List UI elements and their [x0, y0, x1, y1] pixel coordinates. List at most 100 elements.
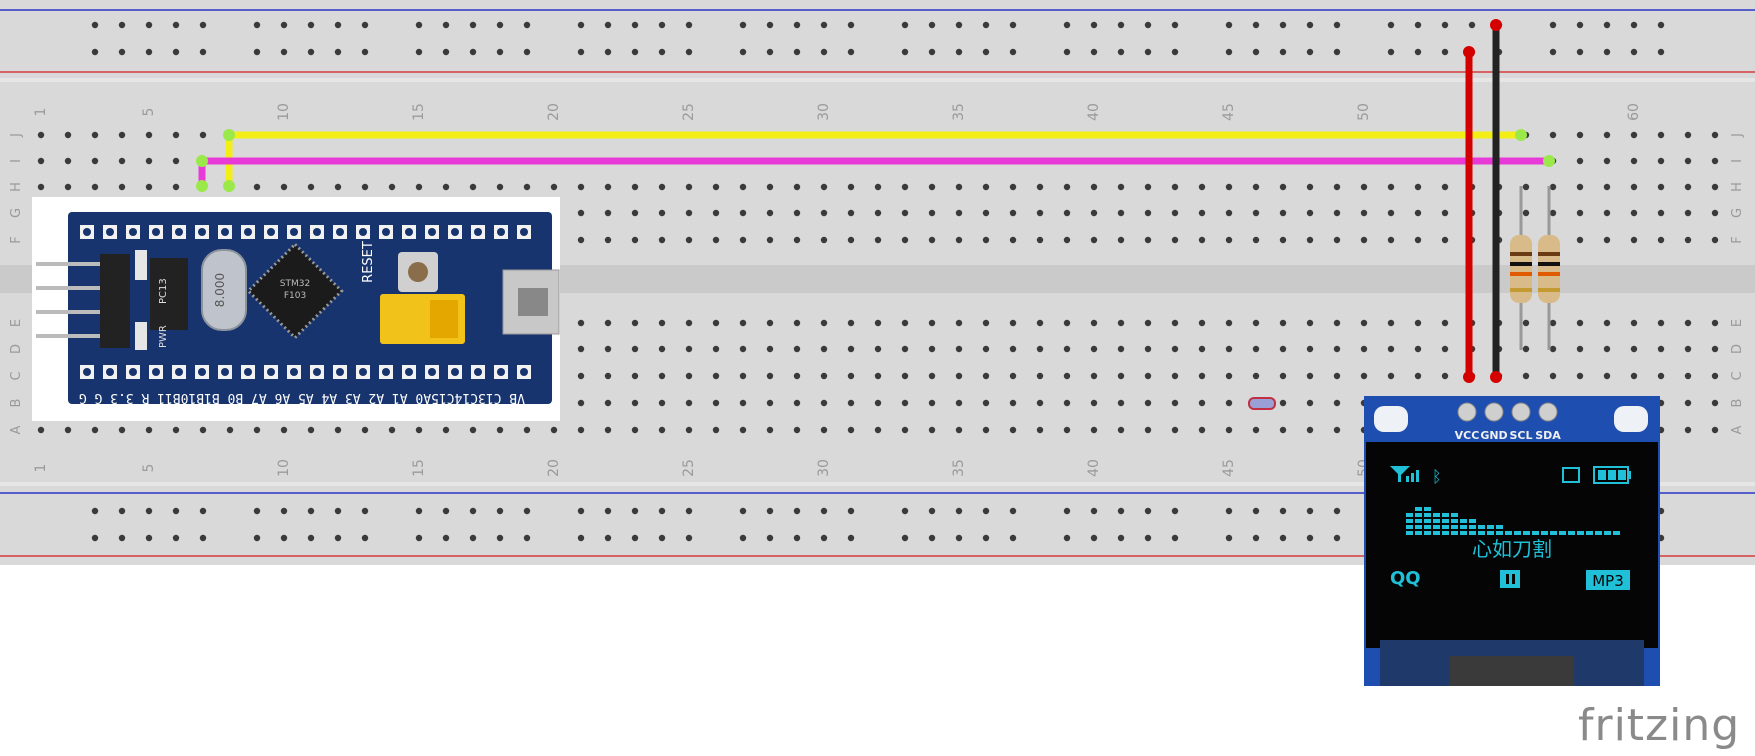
hole [361, 426, 369, 434]
hole [577, 399, 585, 407]
rail-hole [739, 21, 747, 29]
rail-hole [1009, 534, 1017, 542]
rail-hole [118, 507, 126, 515]
hole [766, 399, 774, 407]
hole [1090, 209, 1098, 217]
eq-segment [1415, 525, 1422, 529]
hole [1171, 345, 1179, 353]
row-letter: A [9, 425, 24, 434]
rail-hole [1090, 21, 1098, 29]
column-number: 5 [141, 108, 157, 117]
eq-segment [1406, 531, 1413, 535]
row-letter: F [1730, 236, 1745, 243]
hole [1603, 372, 1611, 380]
hole [1063, 426, 1071, 434]
eq-segment [1469, 531, 1476, 535]
hole [955, 183, 963, 191]
hole [1225, 345, 1233, 353]
eq-segment [1433, 519, 1440, 523]
column-number: 45 [1221, 103, 1237, 121]
rail-hole [1063, 48, 1071, 56]
rail-hole [658, 507, 666, 515]
row-letter: H [1730, 182, 1745, 192]
hole [1198, 319, 1206, 327]
hole [1630, 157, 1638, 165]
column-number: 40 [1086, 459, 1102, 477]
eq-segment [1604, 531, 1611, 535]
rail-hole [496, 21, 504, 29]
hole [1090, 399, 1098, 407]
hole [1603, 183, 1611, 191]
hole [847, 399, 855, 407]
hole [955, 372, 963, 380]
row-letter: J [1730, 133, 1745, 138]
hole [604, 183, 612, 191]
eq-segment [1451, 531, 1458, 535]
eq-segment [1406, 525, 1413, 529]
hole [64, 183, 72, 191]
hole [1711, 157, 1719, 165]
hole [1414, 236, 1422, 244]
hole [1225, 319, 1233, 327]
hole [145, 183, 153, 191]
hole [1711, 236, 1719, 244]
hole [1711, 183, 1719, 191]
column-number: 10 [276, 459, 292, 477]
rail-hole [1441, 48, 1449, 56]
small-component [1248, 397, 1276, 410]
hole [1225, 372, 1233, 380]
eq-segment [1568, 531, 1575, 535]
hole [1603, 236, 1611, 244]
rail-hole [199, 21, 207, 29]
row-letter: E [1730, 319, 1745, 327]
hole [1684, 183, 1692, 191]
rail-hole [442, 48, 450, 56]
hole [1333, 236, 1341, 244]
hole [766, 319, 774, 327]
hole [1576, 183, 1584, 191]
hole [1306, 236, 1314, 244]
hole [172, 157, 180, 165]
column-number: 20 [546, 459, 562, 477]
hole [388, 426, 396, 434]
rail-hole [1306, 507, 1314, 515]
eq-segment [1433, 531, 1440, 535]
rail-hole [1171, 507, 1179, 515]
fritzing-watermark: fritzing [1578, 700, 1741, 751]
hole [1657, 157, 1665, 165]
hole [1441, 209, 1449, 217]
rail-hole [442, 534, 450, 542]
hole [469, 426, 477, 434]
rail-hole [577, 534, 585, 542]
eq-segment [1586, 531, 1593, 535]
hole [91, 157, 99, 165]
hole [1279, 426, 1287, 434]
rail-hole [469, 48, 477, 56]
hole [442, 426, 450, 434]
eq-segment [1415, 513, 1422, 517]
hole [820, 345, 828, 353]
battery-icon [1593, 466, 1631, 484]
hole [1279, 399, 1287, 407]
hole [1144, 426, 1152, 434]
hole [685, 426, 693, 434]
hole [766, 209, 774, 217]
hole [1144, 183, 1152, 191]
hole [1576, 319, 1584, 327]
rail-hole [334, 534, 342, 542]
hole [1198, 209, 1206, 217]
hole [901, 399, 909, 407]
hole [1090, 426, 1098, 434]
hole [64, 426, 72, 434]
hole [1360, 372, 1368, 380]
hole [1225, 426, 1233, 434]
rail-hole [658, 21, 666, 29]
hole [1414, 209, 1422, 217]
bluetooth-icon: ᛒ [1432, 467, 1442, 486]
hole [1117, 319, 1125, 327]
rail-hole [91, 507, 99, 515]
hole [1684, 131, 1692, 139]
rail-hole [145, 21, 153, 29]
rail-hole [1063, 534, 1071, 542]
hole [1711, 345, 1719, 353]
